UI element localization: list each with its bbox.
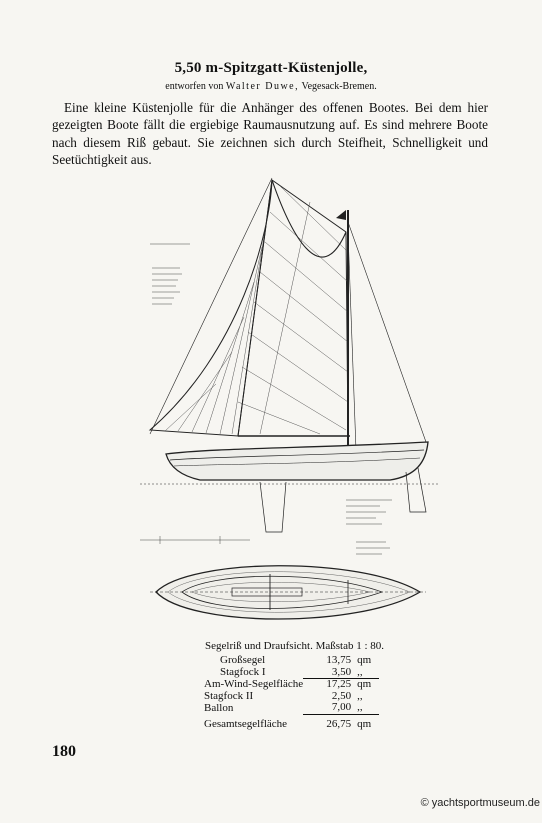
sheer-line xyxy=(169,449,425,461)
page-number: 180 xyxy=(52,743,76,760)
sail-area-row: Gesamtsegelfläche 26,75 qm xyxy=(204,714,379,730)
intro-paragraph: Eine kleine Küstenjolle für die Anhänger… xyxy=(52,100,488,167)
designer-place: Vegesack-Bremen. xyxy=(301,81,377,92)
hull-side xyxy=(165,441,429,481)
sail-name: Stagfock II xyxy=(204,689,254,702)
shroud-aft xyxy=(347,231,357,451)
sail-value: 26,75 xyxy=(326,717,352,730)
drawing-annotations xyxy=(140,243,392,555)
sail-plan-drawing xyxy=(140,177,440,620)
sail-name: Gesamtsegelfläche xyxy=(204,717,288,730)
sail-value: 13,75 xyxy=(326,654,352,666)
sail-unit: qm xyxy=(357,678,372,691)
intro-text: Eine kleine Küstenjolle für die Anhänger… xyxy=(52,99,488,168)
designer-line: entworfen von Walter Duwe, Vegesack-Brem… xyxy=(0,81,542,92)
mainsail-seams xyxy=(237,185,349,435)
centreboard xyxy=(259,481,287,533)
designer-prefix: entworfen von xyxy=(165,81,224,92)
forestay xyxy=(149,177,273,435)
sail-name: Großsegel xyxy=(220,654,266,666)
sail-plan xyxy=(140,177,440,555)
sail-value: 3,50 xyxy=(303,666,358,680)
sail-area-row: Ballon 7,00,, xyxy=(204,701,380,715)
jib-seams xyxy=(164,211,269,435)
sail-value: 17,25 xyxy=(326,678,352,691)
sail-name: Stagfock I xyxy=(220,665,266,678)
sail-name: Ballon xyxy=(204,701,234,714)
sail-unit: qm xyxy=(357,717,372,730)
sail-area-row: Stagfock I 3,50,, xyxy=(204,665,380,680)
figure-caption: Segelriß und Draufsicht. Maßstab 1 : 80. xyxy=(205,640,385,652)
sail-area-row: Stagfock II 2,50,, xyxy=(204,689,379,703)
centreboard-case xyxy=(231,587,303,597)
planking-lines xyxy=(167,571,411,613)
sail-unit: qm xyxy=(357,654,372,666)
sail-unit: ,, xyxy=(357,689,363,702)
sail-unit: ,, xyxy=(357,666,380,680)
sail-area-row: Großsegel 13,75 qm xyxy=(204,654,379,667)
sail-area-row: Am-Wind-Segelfläche 17,25 qm xyxy=(204,677,379,691)
sail-value: 7,00 xyxy=(303,702,358,715)
sail-unit: ,, xyxy=(357,702,380,715)
mainsail-outline xyxy=(237,179,349,437)
sail-name: Am-Wind-Segelfläche xyxy=(204,677,304,690)
gaff xyxy=(271,179,347,258)
watermark: © yachtsportmuseum.de xyxy=(420,797,540,809)
masthead-flag xyxy=(336,210,346,220)
rubbing-strake xyxy=(173,457,421,467)
rudder xyxy=(405,467,427,513)
shroud xyxy=(347,221,427,443)
plan-view xyxy=(150,565,426,620)
page-title: 5,50 m-Spitzgatt-Küstenjolle, xyxy=(174,60,368,76)
designer-name: Walter Duwe, xyxy=(225,81,300,92)
jib-outline xyxy=(148,179,273,437)
sail-value: 2,50 xyxy=(331,689,352,702)
